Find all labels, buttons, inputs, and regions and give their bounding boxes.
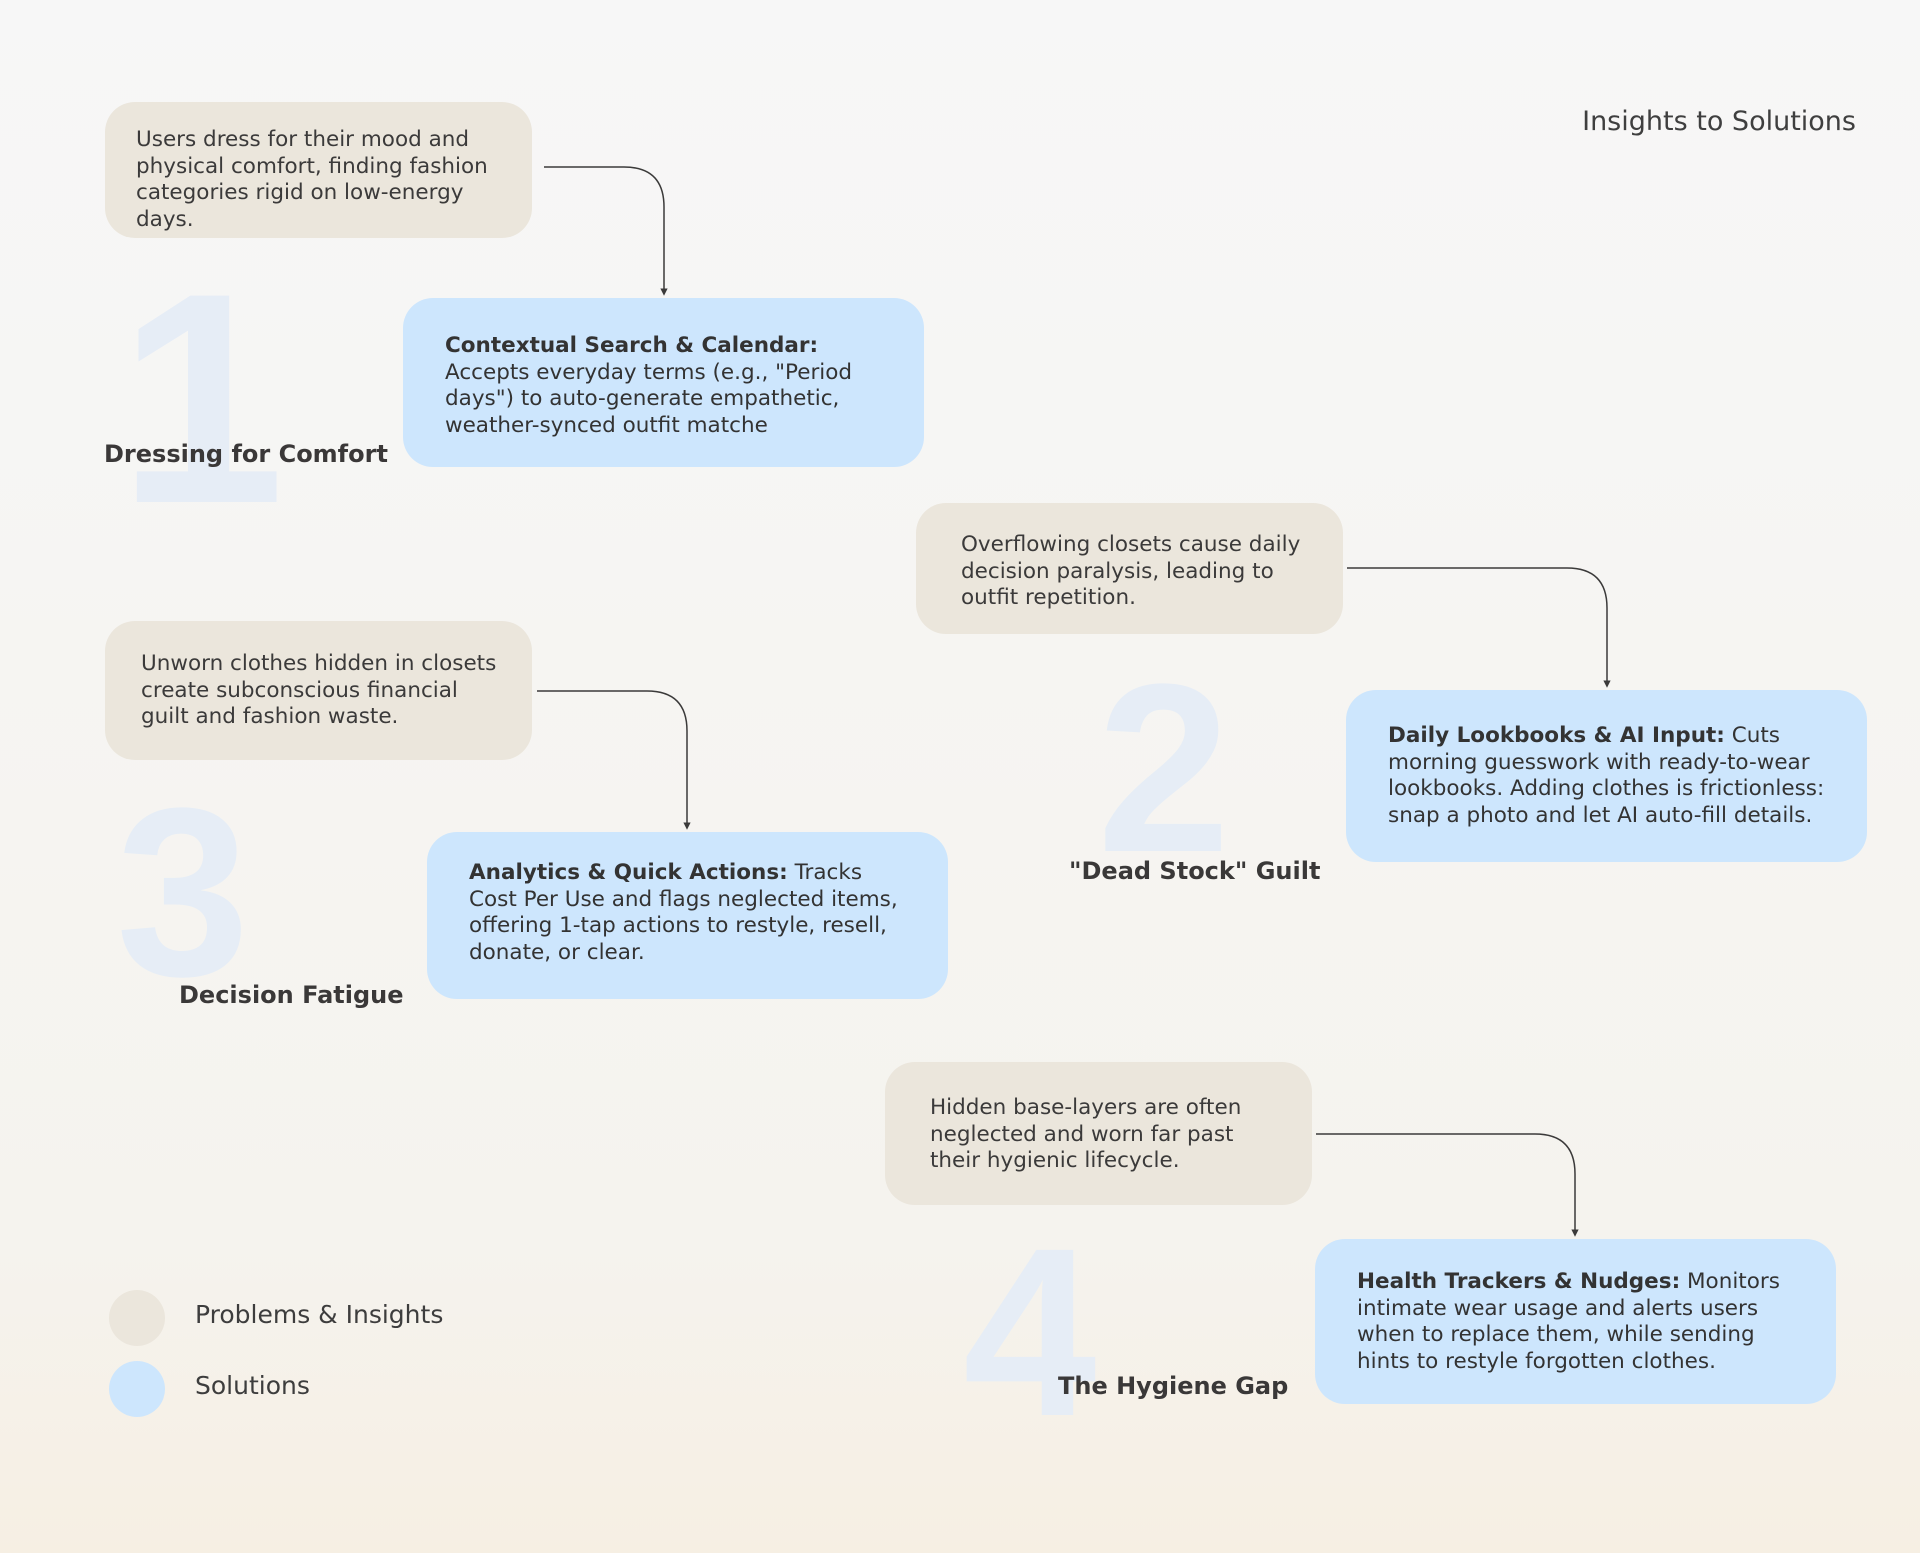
theme-label-2: "Dead Stock" Guilt bbox=[1069, 857, 1321, 885]
section-number-1: 1 bbox=[118, 230, 285, 566]
theme-label-3: Decision Fatigue bbox=[179, 981, 404, 1009]
connector-1 bbox=[544, 166, 668, 296]
theme-label-4: The Hygiene Gap bbox=[1058, 1372, 1289, 1400]
section-number-2: 2 bbox=[1097, 634, 1231, 902]
diagram-title: Insights to Solutions bbox=[1582, 106, 1856, 137]
solution-title-1: Contextual Search & Calendar: bbox=[445, 333, 819, 358]
problem-text-3: Unworn clothes hidden in closets create … bbox=[141, 651, 497, 730]
problem-card-4: Hidden base-layers are often neglected a… bbox=[885, 1062, 1312, 1205]
solution-text-3: Tracks Cost Per Use and flags neglected … bbox=[469, 860, 898, 966]
problem-text-1: Users dress for their mood and physical … bbox=[136, 127, 488, 233]
legend-solution-swatch bbox=[109, 1361, 165, 1417]
solution-card-3: Analytics & Quick Actions: Tracks Cost P… bbox=[427, 832, 948, 999]
solution-card-4: Health Trackers & Nudges: Monitors intim… bbox=[1315, 1239, 1836, 1404]
legend-problem-swatch bbox=[109, 1290, 165, 1346]
problem-card-1: Users dress for their mood and physical … bbox=[105, 102, 532, 238]
legend-solution-label: Solutions bbox=[195, 1371, 310, 1400]
problem-card-3: Unworn clothes hidden in closets create … bbox=[105, 621, 532, 760]
solution-text-2: Cuts morning guesswork with ready-to-wea… bbox=[1388, 723, 1825, 829]
connector-4 bbox=[1316, 1133, 1579, 1237]
connector-3 bbox=[537, 690, 691, 830]
problem-text-4: Hidden base-layers are often neglected a… bbox=[930, 1095, 1242, 1174]
solution-card-2: Daily Lookbooks & AI Input: Cuts morning… bbox=[1346, 690, 1867, 862]
problem-text-2: Overflowing closets cause daily decision… bbox=[961, 532, 1301, 611]
solution-text-1: Accepts everyday terms (e.g., "Period da… bbox=[445, 359, 853, 439]
solution-text-4: Monitors intimate wear usage and alerts … bbox=[1357, 1269, 1780, 1375]
problem-card-2: Overflowing closets cause daily decision… bbox=[916, 503, 1343, 634]
legend-problem-label: Problems & Insights bbox=[195, 1300, 444, 1329]
theme-label-1: Dressing for Comfort bbox=[104, 440, 388, 468]
connector-2 bbox=[1347, 567, 1611, 688]
solution-card-1: Contextual Search & Calendar: Accepts ev… bbox=[403, 298, 924, 467]
section-number-4: 4 bbox=[963, 1198, 1097, 1466]
section-number-3: 3 bbox=[116, 758, 250, 1026]
solution-title-2: Daily Lookbooks & AI Input: bbox=[1388, 723, 1725, 748]
solution-title-4: Health Trackers & Nudges: bbox=[1357, 1269, 1681, 1294]
solution-title-3: Analytics & Quick Actions: bbox=[469, 860, 788, 885]
